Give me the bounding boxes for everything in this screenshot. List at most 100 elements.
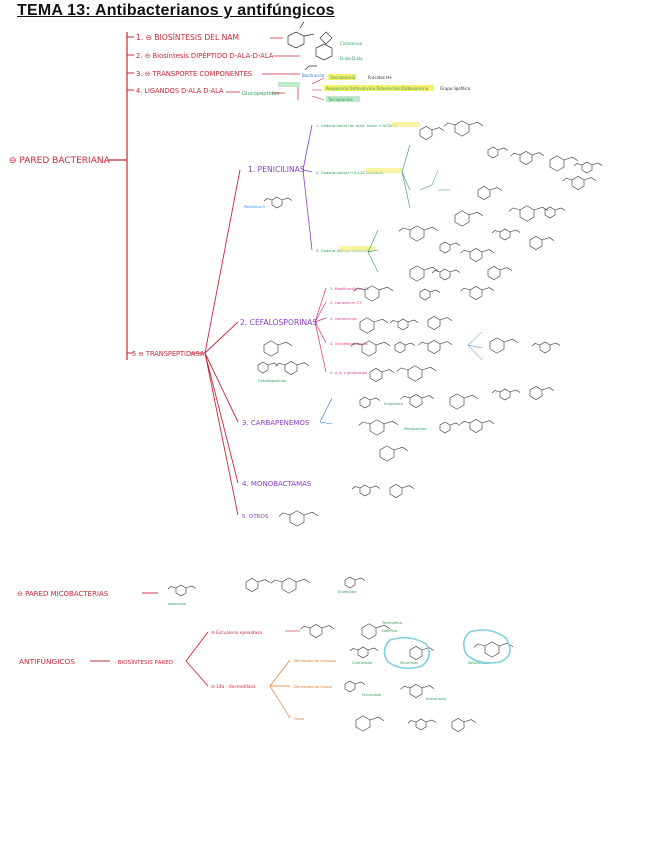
ligandos-sub: Glucopéptidos	[242, 90, 279, 97]
group-otros: 5. OTROS	[242, 514, 269, 520]
antifungicos-sub: - BIOSÍNTESIS PARED	[114, 659, 173, 666]
molecule-sketch	[389, 318, 419, 331]
azol-sub-3: Otros	[294, 716, 304, 721]
molecule-sketch	[361, 623, 391, 640]
molecule-sketch	[418, 340, 453, 354]
molecule-sketch	[275, 361, 310, 375]
molecule-sketch	[263, 340, 293, 357]
molecule-sketch	[544, 206, 566, 219]
azol-drug-1: Clotrimazol	[352, 661, 372, 665]
molecule-sketch	[573, 161, 603, 174]
azol-drug-4: Fluconazol	[362, 693, 381, 697]
molecule-sketch	[491, 228, 521, 241]
micobacterias-branch: ⊖ PARED MICOBACTERIAS Isoniazida Etambut…	[17, 590, 357, 606]
escualeno-drug-2: Naftifina	[382, 629, 397, 633]
molecule-sketch	[167, 584, 197, 597]
micobacterias-drug2: Etambutol	[338, 590, 357, 594]
molecule-sketch	[369, 368, 395, 382]
carba-drug-1: Imipenem	[384, 401, 403, 406]
molecule-sketch	[351, 484, 381, 497]
cef-sub-5: 5. α, β, γ generación	[330, 371, 367, 375]
pared-bacteriana-label: ⊖ PARED BACTERIANA	[9, 156, 111, 166]
molecule-sketch	[473, 641, 514, 658]
molecule-sketch	[358, 419, 399, 436]
cefalosporina-note: Cefalosporinas	[258, 378, 286, 383]
escualeno-drug-1: Terbinafina	[381, 621, 402, 625]
svg-text:D-ala-D-ala: D-ala-D-ala	[340, 56, 363, 61]
svg-text:Avoparcina Oritavancina Tela: Avoparcina Oritavancina Telavancina Dalb…	[326, 86, 429, 91]
azol-drug-3: Ketoconazol	[468, 661, 490, 665]
branch-escualeno: ⊖ Escualeno epoxidasa	[211, 630, 262, 636]
cef-sub-3: 3. Cefamicinas	[330, 317, 357, 321]
molecule-sketch	[491, 388, 521, 401]
molecule-sketch	[431, 268, 461, 281]
molecule-sketch	[460, 286, 495, 300]
antifungicos-label: ANTIFÚNGICOS	[19, 657, 75, 666]
group-monobactamas: 4. MONOBACTAMAS	[242, 480, 312, 488]
svg-text:Grupo lipofílico: Grupo lipofílico	[440, 86, 471, 91]
molecule-sketch	[477, 186, 503, 200]
molecule-sketch	[439, 241, 461, 254]
molecule-sketch	[451, 718, 477, 732]
molecule-sketch	[379, 445, 409, 462]
molecule-sketch	[439, 421, 461, 434]
item-transporte: 3. ⊖ TRANSPORTE COMPONENTES	[136, 70, 252, 78]
molecule-sketch	[359, 317, 389, 334]
molecule-sketch	[389, 484, 415, 498]
molecule-sketch	[443, 120, 484, 137]
azol-sub-2: Derivados de triazol	[294, 684, 332, 689]
molecule-sketch	[300, 624, 335, 638]
svg-text:Cicloserina: Cicloserina	[340, 41, 362, 46]
molecule-sketch	[394, 341, 416, 354]
svg-text:Bacitracina: Bacitracina	[302, 73, 325, 78]
pen-sub-1: 1. Cadena lateral en med. ácido → ÁCIDOS	[316, 123, 398, 128]
svg-text:R-ácidos H+: R-ácidos H+	[368, 75, 393, 80]
molecule-sketch	[487, 266, 513, 280]
item-nam: 1. ⊖ BIOSÍNTESIS DEL NAM	[136, 33, 239, 42]
azol-drug-2: Miconazol	[400, 661, 418, 665]
azol-sub-1: Derivados de imidazol	[294, 658, 336, 663]
item-ligandos: 4. LIGANDOS D-ALA D-ALA	[136, 87, 224, 95]
molecule-sketch	[562, 176, 597, 190]
molecule-sketch	[355, 715, 385, 732]
micobacterias-label: ⊖ PARED MICOBACTERIAS	[17, 590, 109, 598]
molecule-sketch	[359, 396, 381, 409]
molecule-sketch	[489, 337, 519, 354]
molecule-sketch	[407, 718, 437, 731]
molecule-sketch	[344, 576, 366, 589]
molecule-sketch	[460, 248, 495, 262]
molecule-sketch	[400, 684, 435, 698]
svg-text:Penicilina G: Penicilina G	[244, 205, 265, 209]
molecule-sketch	[409, 646, 435, 660]
molecule-sketch	[460, 419, 495, 433]
molecule-sketch	[396, 365, 437, 382]
molecule-sketch	[350, 340, 391, 357]
molecule-sketch	[427, 316, 453, 330]
group-penicilinas: 1. PENICILINAS	[248, 165, 305, 174]
molecule-sketch	[400, 394, 435, 408]
page-title: TEMA 13: Antibacterianos y antifúngicos	[17, 2, 335, 19]
branch-desmetilasa: ⊖ 14α - desmetilasa	[211, 684, 256, 690]
molecule-sketch	[531, 341, 561, 354]
molecule-sketch	[508, 205, 549, 222]
molecule-sketch	[449, 393, 479, 410]
molecule-sketch	[353, 285, 394, 302]
svg-text:Teicoplanina: Teicoplanina	[327, 97, 353, 102]
molecule-sketch	[409, 265, 439, 282]
cef-sub-4: 4. Oxacefalosporinas	[330, 342, 368, 346]
molecule-sketch	[549, 155, 579, 172]
cef-sub-2: 2. Cambios en C7	[330, 301, 362, 305]
molecule-sketch	[349, 646, 379, 659]
molecule-sketch	[245, 578, 271, 592]
micobacterias-sub: Isoniazida	[168, 602, 186, 606]
azol-drug-5: Itraconazol	[426, 697, 446, 701]
carba-drug-2: Meropenem	[404, 426, 427, 431]
antifungicos-branch: ANTIFÚNGICOS - BIOSÍNTESIS PARED ⊖ Escua…	[19, 621, 511, 721]
group-cefalosporinas: 2. CEFALOSPORINAS	[240, 318, 317, 327]
cef-sub-1: 1. Modificación en C3	[330, 287, 369, 291]
molecule-sketch	[454, 210, 484, 227]
item-transpeptidasa: 5 ⊖ TRANSPEPTIDASA	[132, 350, 205, 358]
molecule-sketch	[270, 577, 311, 594]
molecule-sketch	[419, 126, 445, 140]
